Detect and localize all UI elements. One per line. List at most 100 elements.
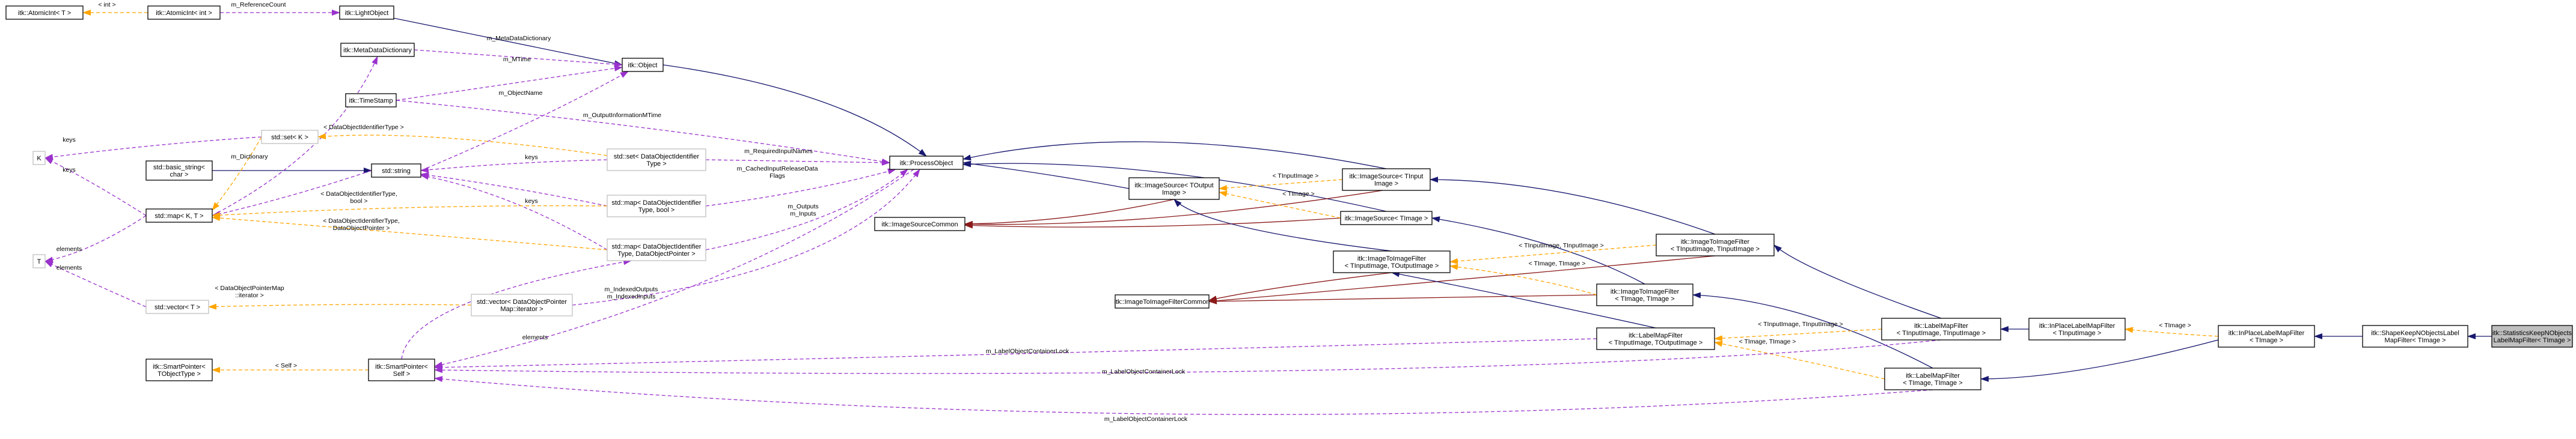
class-node-lmf-TInput-TOutput[interactable]: itk::LabelMapFilter< TInputImage, TOutpu…: [1596, 327, 1715, 350]
edge-imagesourcecommon-to-imagesource_TOutput: [964, 199, 1175, 227]
edge-i2i_TInput_TInput-to-i2i_TInput_TOutput: [1449, 244, 1657, 264]
edge-label-lbl-lmf-timage: < TImage, TImage >: [1739, 338, 1796, 345]
class-node-imagesource-TOutput[interactable]: itk::ImageSource< TOutputImage >: [1128, 177, 1220, 200]
edge-string-to-map_DOI_DOP: [420, 174, 608, 250]
class-node-vector-T[interactable]: std::vector< T >: [145, 300, 209, 314]
edge-set_DOI-to-set_K: [317, 133, 608, 156]
edge-inplace_TImage-to-inplace_TInput: [2125, 327, 2219, 337]
edge-label-line: < TImage, TImage >: [1739, 338, 1796, 345]
class-node-set-K[interactable]: std::set< K >: [261, 130, 319, 144]
class-node-object[interactable]: itk::Object: [622, 58, 664, 72]
edge-vector_DOPM-to-processobject: [572, 169, 920, 306]
class-node-label: < TInputImage, TOutputImage >: [1609, 339, 1703, 347]
class-node-box: [1340, 211, 1433, 225]
edge-smartpointer_Self-to-map_DOI_DOP: [401, 259, 632, 360]
edge-object-to-processobject: [662, 64, 927, 157]
class-node-lmf-TInput-TInput[interactable]: itk::LabelMapFilter< TInputImage, TInput…: [1881, 318, 2001, 341]
class-node-i2i-TImage-TImage[interactable]: itk::ImageToImageFilter< TImage, TImage …: [1596, 283, 1693, 306]
class-node-inplace-TInput[interactable]: itk::InPlaceLabelMapFilter< TInputImage …: [2028, 318, 2126, 341]
class-node-label: itk::SmartPointer<: [153, 363, 206, 371]
class-node-imagesourcecommon[interactable]: itk::ImageSourceCommon: [874, 217, 965, 231]
edge-label-line: < TInputImage >: [1273, 172, 1319, 180]
class-node-imagesource-TInput[interactable]: itk::ImageSource< TInputImage >: [1342, 168, 1431, 191]
edge-string-to-set_DOI: [420, 159, 608, 173]
class-node-label: Type >: [646, 160, 666, 168]
class-node-i2i-TInput-TInput[interactable]: itk::ImageToImageFilter< TInputImage, TI…: [1656, 234, 1775, 256]
class-node-box: [622, 58, 664, 72]
class-node-atomicint-T[interactable]: itk::AtomicInt< T >: [5, 5, 84, 20]
class-node-timestamp[interactable]: itk::TimeStamp: [345, 93, 397, 107]
edge-label-lbl-inplace-timage: < TImage >: [2159, 322, 2191, 329]
class-node-label: std::string: [382, 168, 411, 175]
class-node-label: Type, bool >: [638, 207, 675, 214]
edge-label-line: m_Outputs: [788, 203, 818, 210]
edge-label-lbl-keys1: keys: [63, 136, 76, 144]
edge-label-lbl-required: m_RequiredInputNames: [744, 148, 813, 155]
class-node-label: < TInputImage, TOutputImage >: [1345, 262, 1439, 270]
class-node-imagesource-TImage[interactable]: itk::ImageSource< TImage >: [1340, 211, 1433, 225]
class-node-imagetoimagefiltercommon[interactable]: itk::ImageToImageFilterCommon: [1115, 294, 1210, 309]
edge-i2i_TInput_TOutput-to-lmf_TInput_TOutput: [1391, 271, 1656, 328]
class-node-label: itk::AtomicInt< T >: [18, 10, 71, 17]
edge-label-line: < DataObjectIdentifierType >: [323, 124, 404, 131]
edge-smartpointer_Self-to-lmf_TInput_TOutput: [434, 338, 1597, 371]
class-node-map-DOI-DOP[interactable]: std::map< DataObjectIdentifierType, Data…: [607, 238, 706, 261]
edge-label-lbl-refcount: m_ReferenceCount: [231, 1, 286, 8]
class-node-label: itk::ImageToImageFilter: [1681, 238, 1750, 246]
class-node-string[interactable]: std::string: [371, 163, 421, 178]
class-node-label: itk::LabelMapFilter: [1914, 322, 1968, 330]
class-node-smartpointer-TObjectType[interactable]: itk::SmartPointer<TObjectType >: [145, 359, 213, 381]
class-node-metadatadictionary[interactable]: itk::MetaDataDictionary: [340, 43, 415, 57]
edge-label-line: m_CachedInputReleaseData: [737, 165, 818, 172]
class-node-label: std::vector< T >: [154, 304, 200, 311]
class-node-map-KT[interactable]: std::map< K, T >: [145, 208, 213, 223]
class-node-label: itk::LabelMapFilter: [1629, 332, 1683, 339]
class-node-label: < TInputImage, TInputImage >: [1671, 246, 1760, 253]
edge-label-lbl-map-doi-bool: < DataObjectIdentifierType,bool >: [320, 190, 397, 205]
class-node-processobject[interactable]: itk::ProcessObject: [889, 156, 964, 170]
edge-label-lbl-elements3: elements: [522, 334, 548, 341]
edge-string-to-map_DOI_bool: [420, 172, 608, 207]
class-node-lmf-TImage-TImage[interactable]: itk::LabelMapFilter< TImage, TImage >: [1884, 368, 1981, 390]
class-node-vector-DOPM[interactable]: std::vector< DataObjectPointerMap::itera…: [471, 294, 573, 316]
class-node-set-DOI[interactable]: std::set< DataObjectIdentifierType >: [607, 148, 706, 171]
edge-lmf_TImage_TImage-to-lmf_TInput_TOutput: [1714, 341, 1885, 380]
class-node-label: itk::TimeStamp: [349, 97, 393, 104]
edge-label-lbl-lmf-tin-tin: < TInputImage, TInputImage >: [1758, 321, 1843, 328]
edge-label-lbl-dictionary: m_Dictionary: [231, 153, 268, 160]
edge-K-to-map_KT: [44, 157, 147, 216]
edge-label-line: < DataObjectIdentifierType,: [323, 217, 400, 225]
edge-lightobject-to-object: [366, 12, 623, 67]
class-node-T[interactable]: T: [32, 254, 46, 268]
class-node-box: [1881, 318, 2001, 341]
class-node-box: [145, 160, 213, 181]
edge-smartpointer_Self-to-lmf_TImage_TImage: [434, 376, 1933, 415]
class-node-label: itk::ImageSource< TImage >: [1345, 215, 1428, 222]
class-node-map-DOI-bool[interactable]: std::map< DataObjectIdentifierType, bool…: [607, 195, 706, 217]
edge-label-line: bool >: [350, 198, 368, 205]
class-node-K[interactable]: K: [32, 151, 46, 165]
class-node-box: [145, 208, 213, 223]
class-node-box: [607, 238, 706, 261]
edge-imagesource_TImage-to-i2i_TImage_TImage: [1431, 216, 1645, 285]
edge-label-lbl-elements1: elements: [57, 246, 82, 253]
class-node-label: K: [37, 155, 41, 162]
edge-label-lbl-int: < int >: [98, 1, 115, 8]
class-node-label: < TInputImage >: [2053, 330, 2102, 337]
class-node-smartpointer-Self[interactable]: itk::SmartPointer<Self >: [368, 359, 435, 381]
class-node-label: std::map< K, T >: [155, 213, 204, 220]
class-node-statkeep: itk::StatisticsKeepNObjectsLabelMapFilte…: [2491, 325, 2573, 348]
edge-imagetoimagefiltercommon-to-i2i_TInput_TInput: [1208, 255, 1716, 304]
class-node-i2i-TInput-TOutput[interactable]: itk::ImageToImageFilter< TInputImage, TO…: [1333, 250, 1451, 273]
class-node-label: < TImage, TImage >: [1903, 380, 1962, 387]
class-node-box: [2491, 325, 2573, 348]
class-node-lightobject[interactable]: itk::LightObject: [339, 5, 394, 20]
edge-label-line: elements: [522, 334, 548, 341]
class-node-basic-string[interactable]: std::basic_string<char >: [145, 160, 213, 181]
class-node-box: [261, 130, 319, 144]
class-node-atomicint-int[interactable]: itk::AtomicInt< int >: [147, 5, 221, 20]
class-node-inplace-TImage[interactable]: itk::InPlaceLabelMapFilter< TImage >: [2218, 325, 2315, 348]
